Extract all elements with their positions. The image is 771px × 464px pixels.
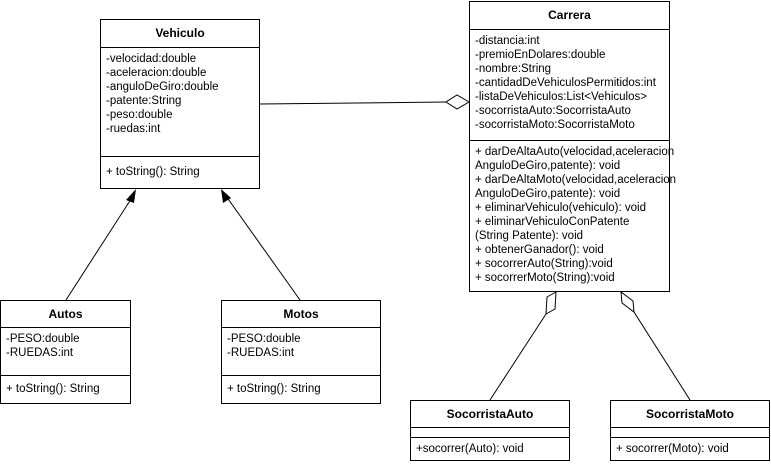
- class-socorristamoto-name: SocorristaMoto: [645, 407, 734, 421]
- class-carrera[interactable]: Carrera -distancia:int -premioEnDolares:…: [469, 1, 677, 292]
- aggregation-socorristaauto-carrera: [489, 313, 547, 401]
- attribute: -premioEnDolares:double: [475, 49, 606, 61]
- method: + eliminarVehiculo(vehiculo): void: [475, 202, 646, 214]
- class-socorristamoto-methods: + socorrer(Moto): void: [611, 437, 769, 460]
- class-motos-name: Motos: [283, 307, 319, 321]
- method: + eliminarVehiculoConPatente: [475, 216, 630, 228]
- attribute: -RUEDAS:int: [227, 347, 295, 359]
- attribute: -peso:double: [106, 109, 173, 121]
- method: +socorrer(Auto): void: [416, 443, 524, 455]
- class-autos-name: Autos: [48, 307, 83, 321]
- attribute: -socorristaAuto:SocorristaAuto: [475, 105, 631, 117]
- method: + toString(): String: [106, 166, 200, 178]
- method: + darDeAltaMoto(velocidad,aceleracion: [475, 174, 677, 186]
- class-motos[interactable]: Motos -PESO:double -RUEDAS:int + toStrin…: [221, 300, 381, 404]
- class-autos-attributes: -PESO:double -RUEDAS:int: [1, 327, 130, 375]
- method: + socorrerAuto(String):void: [475, 258, 613, 270]
- class-socorristamoto-attributes: [611, 427, 769, 437]
- method: + toString(): String: [227, 383, 321, 395]
- class-carrera-methods: + darDeAltaAuto(velocidad,aceleracion An…: [470, 140, 677, 289]
- class-motos-methods: + toString(): String: [222, 375, 380, 400]
- class-socorristaauto-methods: +socorrer(Auto): void: [411, 437, 569, 460]
- attribute: -aceleracion:double: [106, 67, 207, 79]
- attribute: -cantidadDeVehiculosPermitidos:int: [475, 77, 656, 89]
- class-carrera-name: Carrera: [548, 8, 591, 22]
- class-vehiculo-methods: + toString(): String: [101, 156, 259, 183]
- class-socorristaauto[interactable]: SocorristaAuto +socorrer(Auto): void: [410, 400, 570, 461]
- method: (String Patente): void: [475, 230, 584, 242]
- attribute: -socorristaMoto:SocorristaMoto: [475, 119, 635, 131]
- attribute: -nombre:String: [475, 63, 552, 75]
- class-autos[interactable]: Autos -PESO:double -RUEDAS:int + toStrin…: [0, 300, 131, 404]
- method: + darDeAltaAuto(velocidad,aceleracion: [475, 146, 675, 158]
- method: + socorrer(Moto): void: [616, 443, 729, 455]
- inheritance-autos-vehiculo: [65, 195, 134, 301]
- method: + obtenerGanador(): void: [475, 244, 604, 256]
- method: AnguloDeGiro,patente): void: [475, 160, 621, 172]
- method: + socorrerMoto(String):void: [475, 272, 615, 284]
- class-socorristaauto-name: SocorristaAuto: [446, 407, 534, 421]
- aggregation-socorristamoto-carrera: [633, 311, 691, 401]
- attribute: -listaDeVehiculos:List<Vehiculos>: [475, 91, 647, 103]
- method: AnguloDeGiro,patente): void: [475, 188, 621, 200]
- aggregation-diamond-socorristaauto: [545, 291, 557, 315]
- class-vehiculo[interactable]: Vehiculo -velocidad:double -aceleracion:…: [100, 19, 260, 189]
- class-vehiculo-name: Vehiculo: [155, 26, 205, 40]
- inheritance-arrowhead-autos: [126, 189, 136, 203]
- class-vehiculo-attributes: -velocidad:double -aceleracion:double -a…: [101, 47, 259, 156]
- class-carrera-attributes: -distancia:int -premioEnDolares:double -…: [470, 29, 669, 140]
- inheritance-arrowhead-motos: [221, 189, 231, 203]
- attribute: -anguloDeGiro:double: [106, 81, 219, 93]
- class-socorristaauto-attributes: [411, 427, 569, 437]
- class-autos-methods: + toString(): String: [1, 375, 130, 400]
- aggregation-diamond-socorristamoto: [620, 290, 635, 314]
- attribute: -PESO:double: [227, 333, 301, 345]
- attribute: -velocidad:double: [106, 53, 197, 65]
- attribute: -distancia:int: [475, 35, 540, 47]
- attribute: -RUEDAS:int: [6, 347, 74, 359]
- class-motos-attributes: -PESO:double -RUEDAS:int: [222, 327, 380, 375]
- attribute: -PESO:double: [6, 333, 80, 345]
- attribute: -ruedas:int: [106, 123, 161, 135]
- aggregation-diamond-vehiculo: [445, 94, 470, 110]
- method: + toString(): String: [6, 383, 100, 395]
- aggregation-vehiculo-carrera: [259, 101, 447, 105]
- class-socorristamoto[interactable]: SocorristaMoto + socorrer(Moto): void: [610, 400, 770, 461]
- inheritance-motos-vehiculo: [225, 195, 301, 301]
- attribute: -patente:String: [106, 95, 182, 107]
